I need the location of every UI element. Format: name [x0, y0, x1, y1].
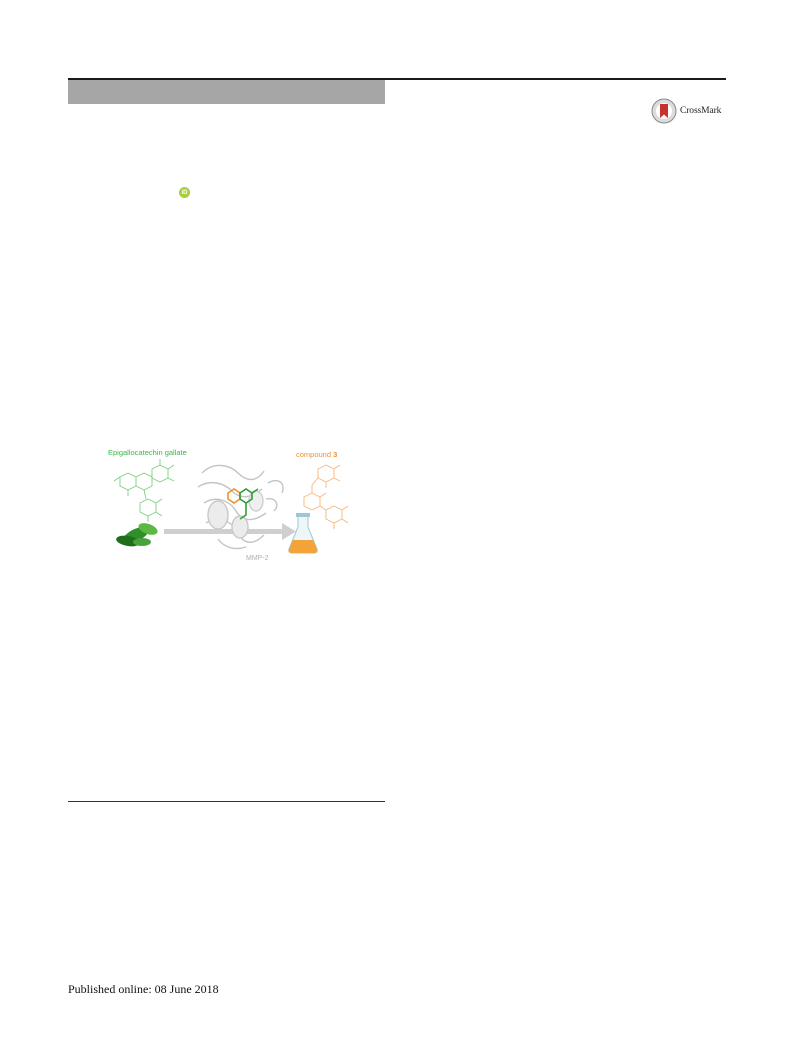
top-rule [68, 78, 726, 80]
mmp2-protein-ribbon [197, 464, 284, 550]
egcg-structure [113, 459, 175, 522]
ga-right-label: compound 3 [296, 450, 337, 459]
process-arrow [164, 523, 296, 540]
footnote-rule [68, 801, 385, 802]
compound-3-structure [303, 464, 349, 529]
graphical-abstract-figure: Epigallocatechin gallate compound 3 [108, 448, 349, 562]
orcid-label: iD [181, 189, 188, 196]
published-date: Published online: 08 June 2018 [68, 982, 219, 996]
header-band [68, 80, 385, 104]
ga-right-label-number: 3 [333, 450, 337, 459]
bound-ligand [227, 488, 259, 520]
graphical-abstract: Epigallocatechin gallate compound 3 [106, 443, 350, 563]
crossmark-badge[interactable]: CrossMark [651, 96, 731, 126]
ga-left-label: Epigallocatechin gallate [108, 448, 187, 457]
crossmark-icon [651, 98, 677, 124]
orcid-icon[interactable]: iD [179, 187, 190, 198]
crossmark-label: CrossMark [680, 106, 722, 116]
ga-right-label-prefix: compound [296, 450, 333, 459]
tea-leaves-icon [116, 523, 158, 547]
ga-protein-label: MMP-2 [246, 555, 269, 562]
flask-icon [288, 513, 318, 554]
